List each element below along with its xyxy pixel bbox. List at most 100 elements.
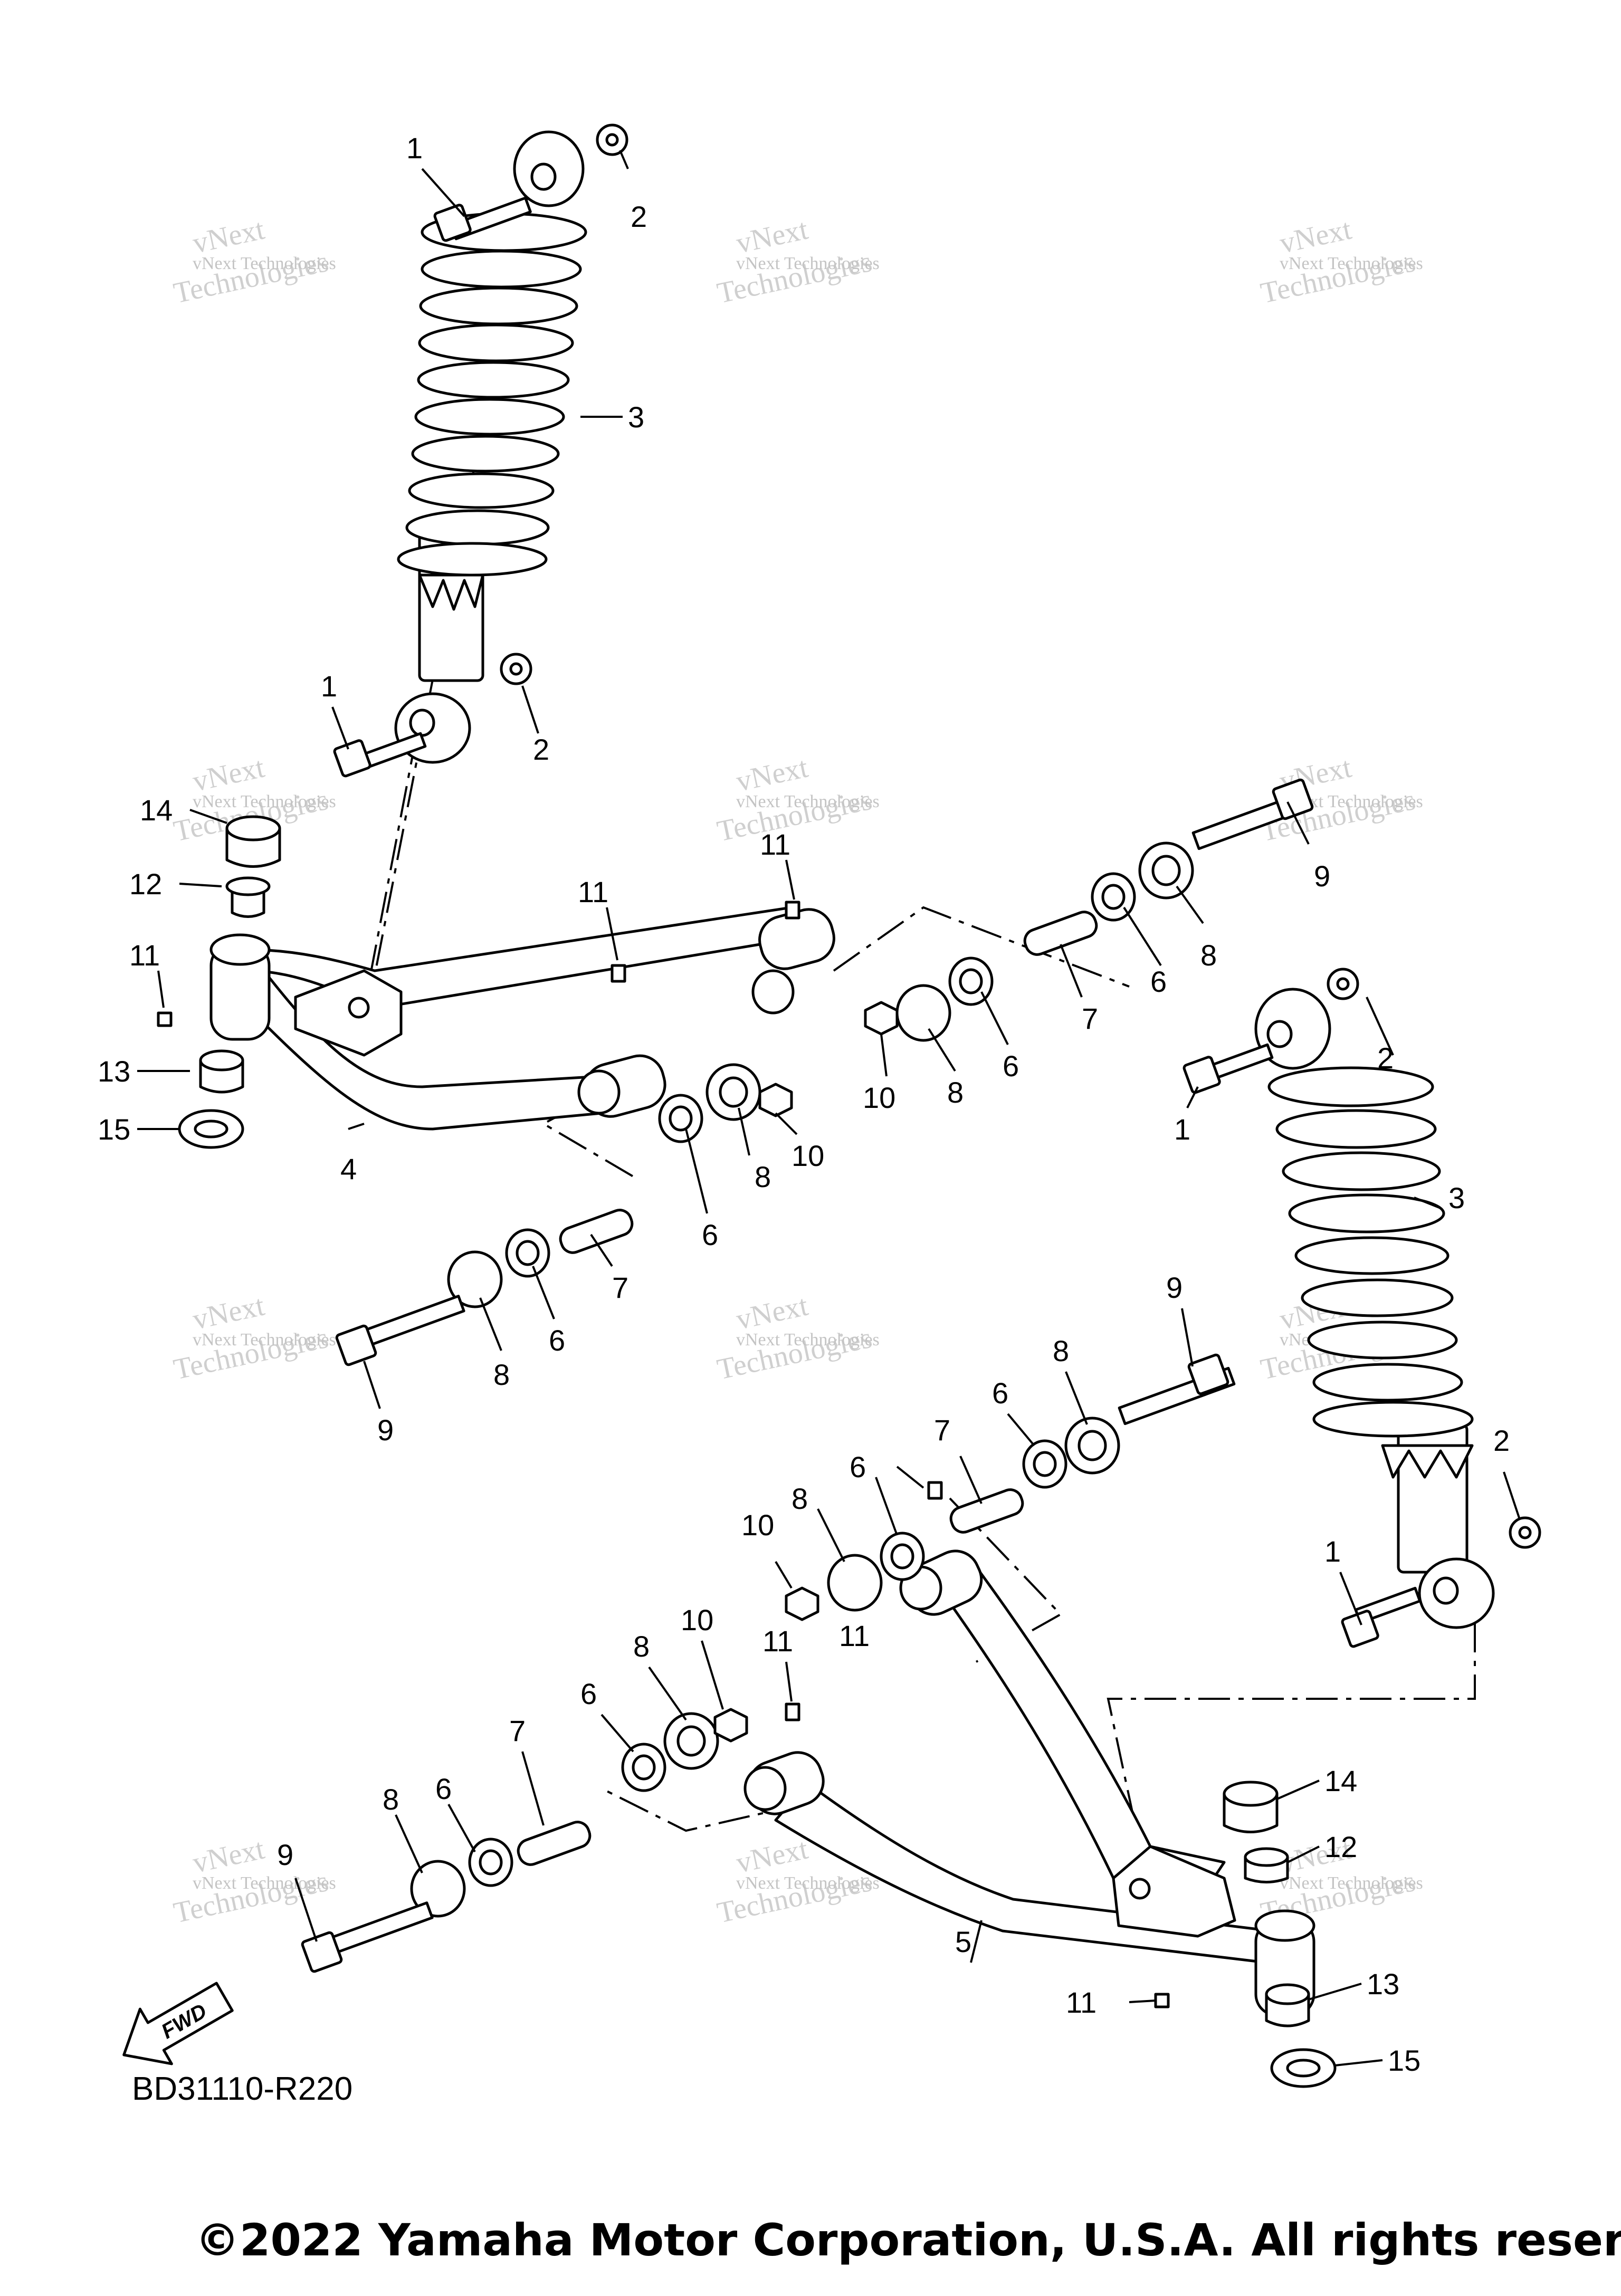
nut-10 <box>758 1083 793 1117</box>
assembly-line <box>601 1787 803 1832</box>
arm-pivot-front-hole <box>751 969 795 1015</box>
callout-10: 10 <box>741 1508 774 1542</box>
callout-8: 8 <box>755 1160 771 1193</box>
bushing-13-top <box>1265 1983 1310 2005</box>
coil-spring <box>397 212 587 577</box>
callout-9: 9 <box>1166 1271 1183 1304</box>
callout-6: 6 <box>992 1376 1008 1410</box>
assembly-line <box>833 906 1130 988</box>
cap-14-top <box>1223 1781 1279 1807</box>
thrust-cover-8 <box>447 1250 503 1308</box>
thrust-cover-8-hole <box>1078 1430 1107 1461</box>
bushing-6-hole <box>890 1543 914 1570</box>
watermark: vNext vNext Technologies Technologies <box>1258 213 1423 310</box>
callout-8: 8 <box>1053 1334 1069 1367</box>
svg-text:vNext Technologies: vNext Technologies <box>193 1330 336 1350</box>
copyright: ©2022 Yamaha Motor Corporation, U.S.A. A… <box>195 2214 1621 2266</box>
callout-12: 12 <box>1324 1830 1357 1863</box>
boss-top <box>1254 1909 1315 1942</box>
callout-12: 12 <box>129 867 162 901</box>
assembly-line <box>1107 1567 1476 1847</box>
bushing-13-top <box>199 1049 244 1072</box>
thrust-cover-8-hole <box>1151 855 1181 886</box>
bushing-6-hole <box>959 968 983 994</box>
washer-hole <box>1336 977 1350 991</box>
svg-text:vNext: vNext <box>1277 213 1355 260</box>
washer-hole <box>1518 1526 1532 1539</box>
callout-7: 7 <box>934 1413 950 1447</box>
watermark: vNext vNext Technologies Technologies <box>171 1289 336 1386</box>
bushing-6-hole <box>1101 884 1126 910</box>
watermark: vNext vNext Technologies Technologies <box>714 1289 880 1386</box>
watermark: vNext vNext Technologies Technologies <box>171 213 336 310</box>
bushing-6-hole <box>516 1240 540 1266</box>
callout-8: 8 <box>1200 939 1217 972</box>
shock-upper-eye-hole <box>1266 1020 1293 1048</box>
callout-9: 9 <box>277 1838 293 1871</box>
callout-10: 10 <box>681 1603 713 1637</box>
bracket-hole <box>348 997 370 1019</box>
callout-6: 6 <box>580 1677 597 1710</box>
callout-11: 11 <box>762 1624 793 1658</box>
watermark: vNext vNext Technologies Technologies <box>714 213 880 310</box>
watermark: vNext vNext Technologies Technologies <box>714 751 880 848</box>
washer-hole <box>509 662 523 676</box>
svg-text:vNext Technologies: vNext Technologies <box>193 792 336 811</box>
bracket-hole <box>1129 1878 1151 1900</box>
bushing-6-hole <box>1033 1451 1057 1477</box>
bolt-head <box>333 739 371 778</box>
svg-text:vNext Technologies: vNext Technologies <box>193 254 336 273</box>
collar-7 <box>559 1209 634 1254</box>
svg-text:vNext Technologies: vNext Technologies <box>736 792 880 811</box>
callout-14: 14 <box>1324 1764 1357 1797</box>
thrust-cover-8-hole <box>676 1725 706 1757</box>
pivot-bolt-9 <box>326 1901 434 1955</box>
shock-dust-boot <box>418 573 484 611</box>
callout-3: 3 <box>1448 1181 1465 1214</box>
grease-nipple <box>927 1481 943 1500</box>
callout-11: 11 <box>578 875 608 908</box>
shock-upper-eye-hole <box>530 162 557 191</box>
shock-lower-eye-hole <box>409 709 435 737</box>
callout-8: 8 <box>383 1783 399 1816</box>
leader-lines <box>137 150 1521 2067</box>
arm-lower <box>743 1549 1315 2017</box>
arm-pivot-rear-hole <box>577 1069 621 1115</box>
svg-text:vNext: vNext <box>190 1833 268 1880</box>
shock-absorber-lower <box>1254 988 1495 1629</box>
callout-11: 11 <box>129 939 160 972</box>
callout-11: 11 <box>1066 1986 1096 2019</box>
callout-2: 2 <box>533 733 549 766</box>
callout-9: 9 <box>1314 859 1330 893</box>
bushing-12-top <box>225 876 271 896</box>
callout-6: 6 <box>702 1218 718 1251</box>
callout-10: 10 <box>792 1139 824 1172</box>
callout-8: 8 <box>493 1358 510 1391</box>
callout-15: 15 <box>98 1113 130 1146</box>
pivot-bolt-9-head <box>301 1931 343 1973</box>
washer-hole <box>605 133 619 147</box>
svg-text:vNext Technologies: vNext Technologies <box>1280 254 1423 273</box>
callout-4: 4 <box>340 1152 357 1185</box>
callout-2: 2 <box>631 200 647 233</box>
bushing-12-top <box>1244 1847 1289 1867</box>
arm-tube-upper <box>938 1565 1226 1896</box>
callout-1: 1 <box>1324 1535 1341 1568</box>
bushing-6-hole <box>479 1849 503 1876</box>
callout-10: 10 <box>863 1081 895 1114</box>
shock-lower-eye-hole <box>1433 1576 1459 1605</box>
svg-text:vNext Technologies: vNext Technologies <box>1280 1873 1423 1893</box>
callout-2: 2 <box>1377 1041 1394 1075</box>
boss-top <box>209 933 271 966</box>
grease-nipple <box>611 964 626 983</box>
svg-text:vNext Technologies: vNext Technologies <box>736 1330 880 1350</box>
thrust-cover-8-hole <box>719 1076 748 1108</box>
grease-nipple <box>157 1011 173 1027</box>
grease-nipple <box>1154 1993 1170 2008</box>
thrust-cover-8 <box>895 984 951 1042</box>
bushing-6-hole <box>669 1105 693 1132</box>
callout-2: 2 <box>1493 1424 1510 1457</box>
arm-pivot-lower-hole <box>743 1766 787 1811</box>
callout-3: 3 <box>628 400 644 434</box>
